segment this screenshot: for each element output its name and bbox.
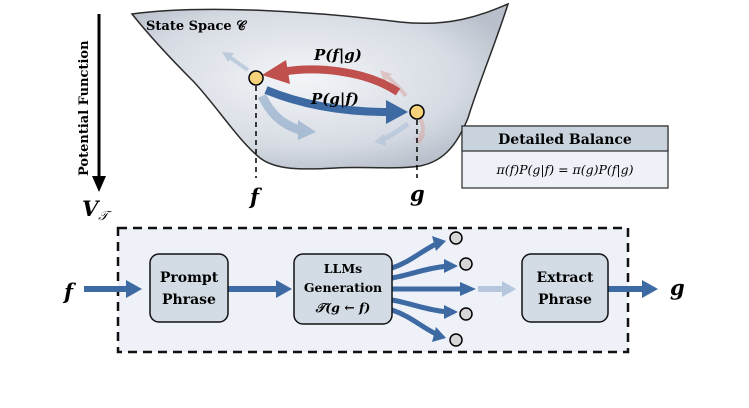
state-space-title: State Space 𝒞 [146, 19, 247, 34]
prompt-box-line2: Phrase [162, 292, 216, 308]
llm-box-line2: Generation [304, 280, 382, 295]
point-f-label: f [248, 184, 263, 209]
fade-arrow [478, 281, 516, 297]
candidate-points [449, 231, 473, 347]
point-g [409, 104, 425, 120]
point-f [248, 70, 264, 86]
generation-fanout [391, 241, 462, 337]
prompt-phrase-box [149, 253, 229, 323]
arrow-label-f-given-g: P(f|g) [313, 46, 362, 64]
detailed-balance-box [461, 125, 669, 189]
detailed-balance-title: Detailed Balance [498, 132, 632, 148]
pipeline-input-label: f [62, 279, 77, 304]
llm-box-line1: LLMs [324, 261, 362, 276]
state-space-surface [130, 2, 510, 170]
potential-symbol: V𝒯 [82, 196, 112, 224]
arrow-label-g-given-f: P(g|f) [310, 90, 359, 108]
point-g-label: g [410, 181, 425, 206]
llm-box-line3: 𝒯(g ← f) [315, 300, 371, 315]
llm-generation-box [293, 253, 393, 325]
extract-box-line2: Phrase [538, 292, 592, 308]
generation-fanout-heads [432, 236, 476, 342]
extract-box-line1: Extract [537, 270, 594, 286]
detailed-balance-equation: π(f)P(g|f) = π(g)P(f|g) [496, 162, 634, 177]
blue-transition-arrow [264, 86, 408, 124]
red-transition-arrow [262, 60, 401, 96]
pipeline-arrows [84, 280, 658, 298]
extract-phrase-box [521, 253, 609, 323]
potential-axis-label: Potential Function [77, 40, 92, 176]
potential-axis [92, 14, 106, 192]
faded-arrows [222, 52, 426, 146]
pipeline-output-label: g [670, 275, 685, 300]
prompt-box-line1: Prompt [160, 270, 219, 286]
